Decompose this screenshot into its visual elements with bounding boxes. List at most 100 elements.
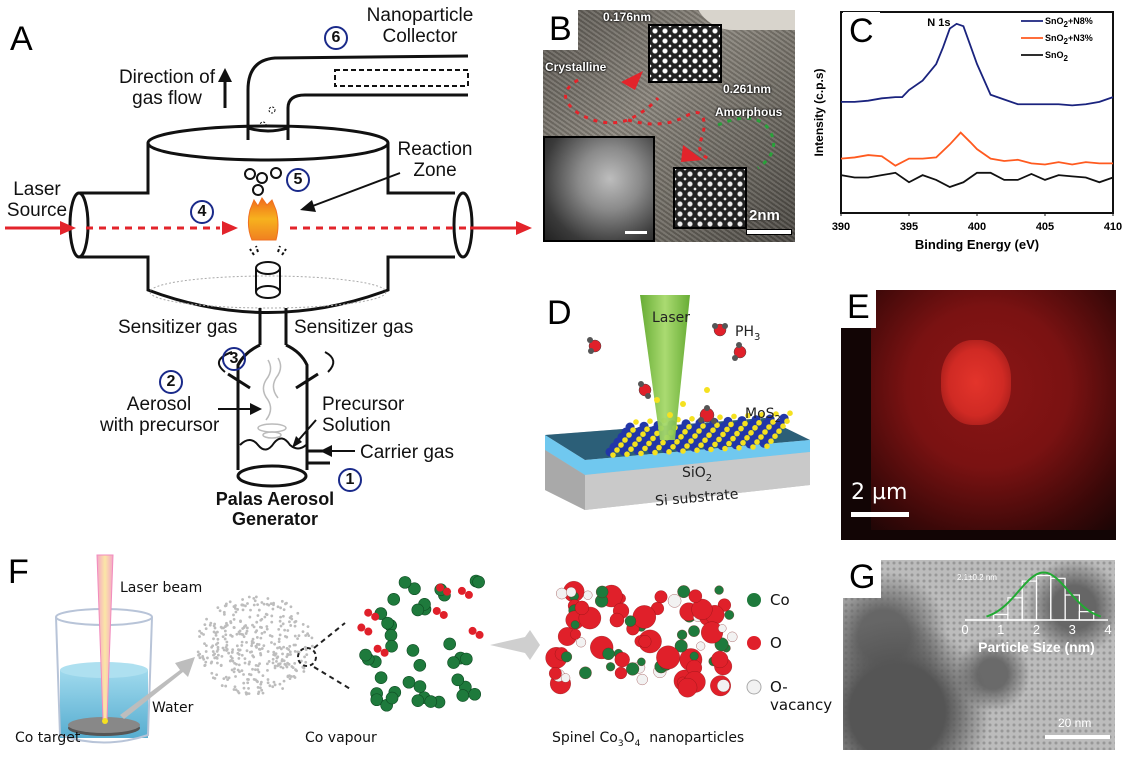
co-atom	[460, 652, 473, 666]
inset-x-tick-label: 1	[997, 622, 1004, 637]
s-atom	[684, 443, 690, 449]
vapour-particle	[241, 598, 244, 601]
x-tick-label: 410	[1104, 221, 1122, 233]
s-atom	[758, 434, 764, 440]
vapour-particle	[216, 641, 220, 645]
label-ph3: PH3	[735, 324, 760, 343]
vapour-particle	[255, 620, 259, 624]
s-atom	[717, 414, 723, 420]
s-atom	[736, 445, 742, 451]
series-line-1	[840, 131, 1113, 167]
label-g-scale: 20 nm	[1058, 716, 1092, 730]
s-atom	[610, 452, 616, 458]
spinel-atom	[696, 641, 706, 651]
vapour-particle	[223, 604, 227, 608]
s-atom	[750, 444, 756, 450]
histogram-bar	[1078, 611, 1095, 621]
co-atom	[408, 582, 421, 596]
vapour-particle	[241, 627, 245, 630]
spinel-atom	[595, 585, 609, 599]
vapour-particle	[304, 660, 308, 664]
vapour-particle	[260, 631, 264, 635]
vapour-particle	[232, 613, 235, 617]
vapour-particle	[253, 599, 257, 603]
laser-beam	[640, 295, 690, 440]
flame-icon	[247, 197, 279, 241]
co-atom	[472, 575, 485, 589]
vapour-particle	[255, 636, 259, 639]
generator-line1: Palas Aerosol	[215, 489, 335, 509]
vapour-particle	[293, 649, 297, 653]
vapour-particle	[243, 657, 247, 661]
step-2: 2	[159, 370, 183, 394]
vapour-particle	[255, 645, 258, 649]
y-axis-label: Intensity (c.p.s)	[812, 68, 826, 156]
vapour-particle	[248, 660, 251, 664]
s-atom	[728, 421, 734, 428]
panel-d-letter: D	[547, 294, 572, 332]
vapour-particle	[284, 602, 287, 606]
vapour-particle	[299, 659, 303, 663]
vapour-particle	[204, 660, 208, 664]
label-sensitizer-right: Sensitizer gas	[294, 317, 414, 338]
b-scale-bar	[746, 229, 792, 235]
gaussian-fit-line	[986, 571, 1102, 618]
vapour-particle	[223, 625, 227, 629]
vapour-particle	[303, 645, 307, 649]
s-atom	[787, 410, 793, 416]
vapour-particle	[262, 644, 266, 648]
label-laser-source: Laser Source	[2, 179, 72, 222]
s-atom	[764, 443, 770, 449]
inset-title: 2.1±0.2 nm	[957, 573, 997, 582]
step-4: 4	[190, 200, 214, 224]
sio2-main: SiO	[682, 465, 706, 481]
vapour-particle	[236, 651, 240, 655]
vapour-particle	[256, 686, 260, 689]
vapour-particle	[235, 632, 239, 636]
s-atom	[766, 424, 772, 430]
vapour-particle	[270, 620, 274, 624]
vapour-particle	[216, 645, 220, 649]
o-atom	[475, 630, 484, 639]
s-atom	[678, 434, 684, 440]
vapour-particle	[287, 662, 291, 666]
reaction-line1: Reaction	[397, 139, 473, 160]
vapour-particle	[237, 630, 241, 634]
vapour-particle	[240, 653, 244, 657]
vapour-particle	[246, 681, 250, 685]
vapour-particle	[260, 601, 264, 604]
ph3-sub: 3	[753, 331, 761, 343]
co-atom	[385, 639, 398, 653]
panel-e-letter: E	[841, 290, 876, 328]
vapour-particle	[200, 631, 203, 635]
vapour-particle	[263, 630, 267, 634]
vapour-particle	[288, 620, 291, 624]
vapour-particle	[273, 642, 277, 646]
hrtem-inset-top	[648, 24, 722, 83]
step-1: 1	[338, 468, 362, 492]
spinel-atom	[654, 590, 668, 604]
vapour-particle	[304, 648, 308, 652]
vapour-particle	[230, 651, 234, 654]
spinel-atom	[638, 635, 652, 648]
spinel-atom	[711, 650, 729, 669]
vapour-particle	[260, 626, 263, 629]
s-atom	[694, 447, 700, 453]
vapour-particle	[276, 646, 279, 650]
vapour-particle	[259, 680, 263, 684]
s-atom	[666, 449, 672, 455]
s-atom	[706, 432, 712, 438]
vapour-particle	[270, 641, 273, 644]
vapour-particle	[296, 611, 300, 615]
vapour-particle	[310, 636, 314, 640]
vapour-particle	[286, 629, 290, 632]
s-atom	[654, 430, 660, 437]
vapour-particle	[237, 691, 241, 695]
vapour-particle	[273, 683, 277, 687]
s-atom	[622, 437, 628, 443]
plot-frame	[840, 11, 1114, 214]
s-atom	[686, 424, 692, 430]
vapour-particle	[272, 680, 276, 684]
s-atom	[784, 418, 790, 424]
panel-f-letter: F	[8, 553, 29, 591]
